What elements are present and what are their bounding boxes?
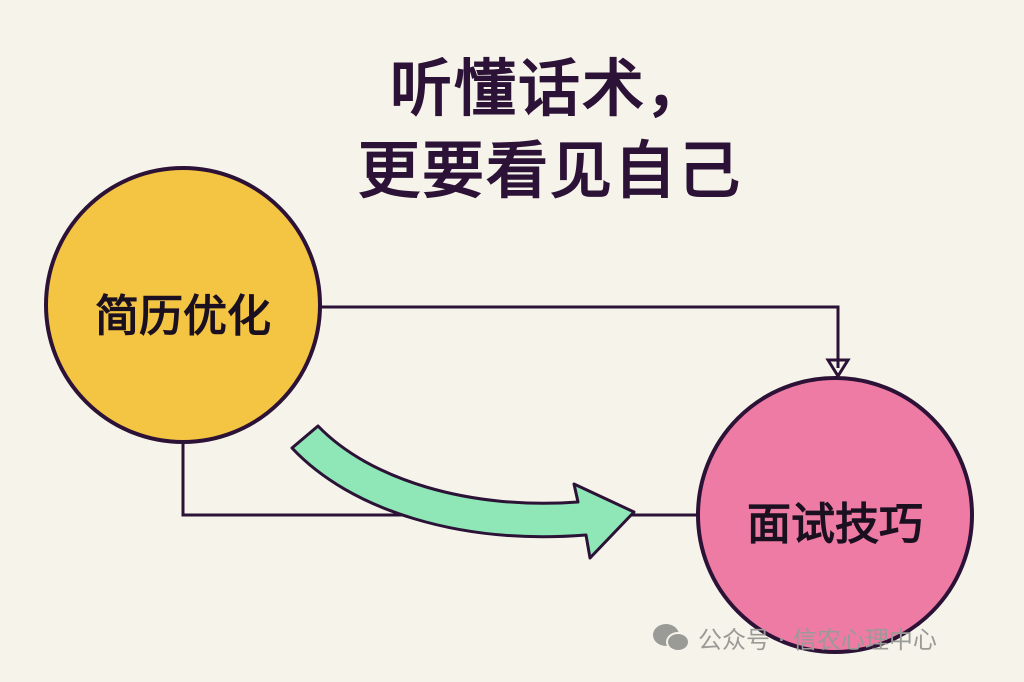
connector-top [318, 305, 840, 368]
node-right-circle [696, 376, 974, 654]
title-line-2: 更要看见自己 [357, 134, 742, 207]
title-line-1: 听懂话术， [389, 52, 710, 125]
wechat-icon [653, 623, 690, 652]
connector-arrowhead [825, 358, 851, 379]
node-right-label: 面试技巧 [747, 499, 923, 550]
node-left-label: 简历优化 [95, 291, 271, 342]
curved-green-arrow [290, 424, 636, 560]
node-left-circle [44, 166, 322, 444]
watermark-text: 公众号 · 信农心理中心 [698, 626, 937, 654]
watermark: 公众号 · 信农心理中心 [652, 620, 937, 655]
